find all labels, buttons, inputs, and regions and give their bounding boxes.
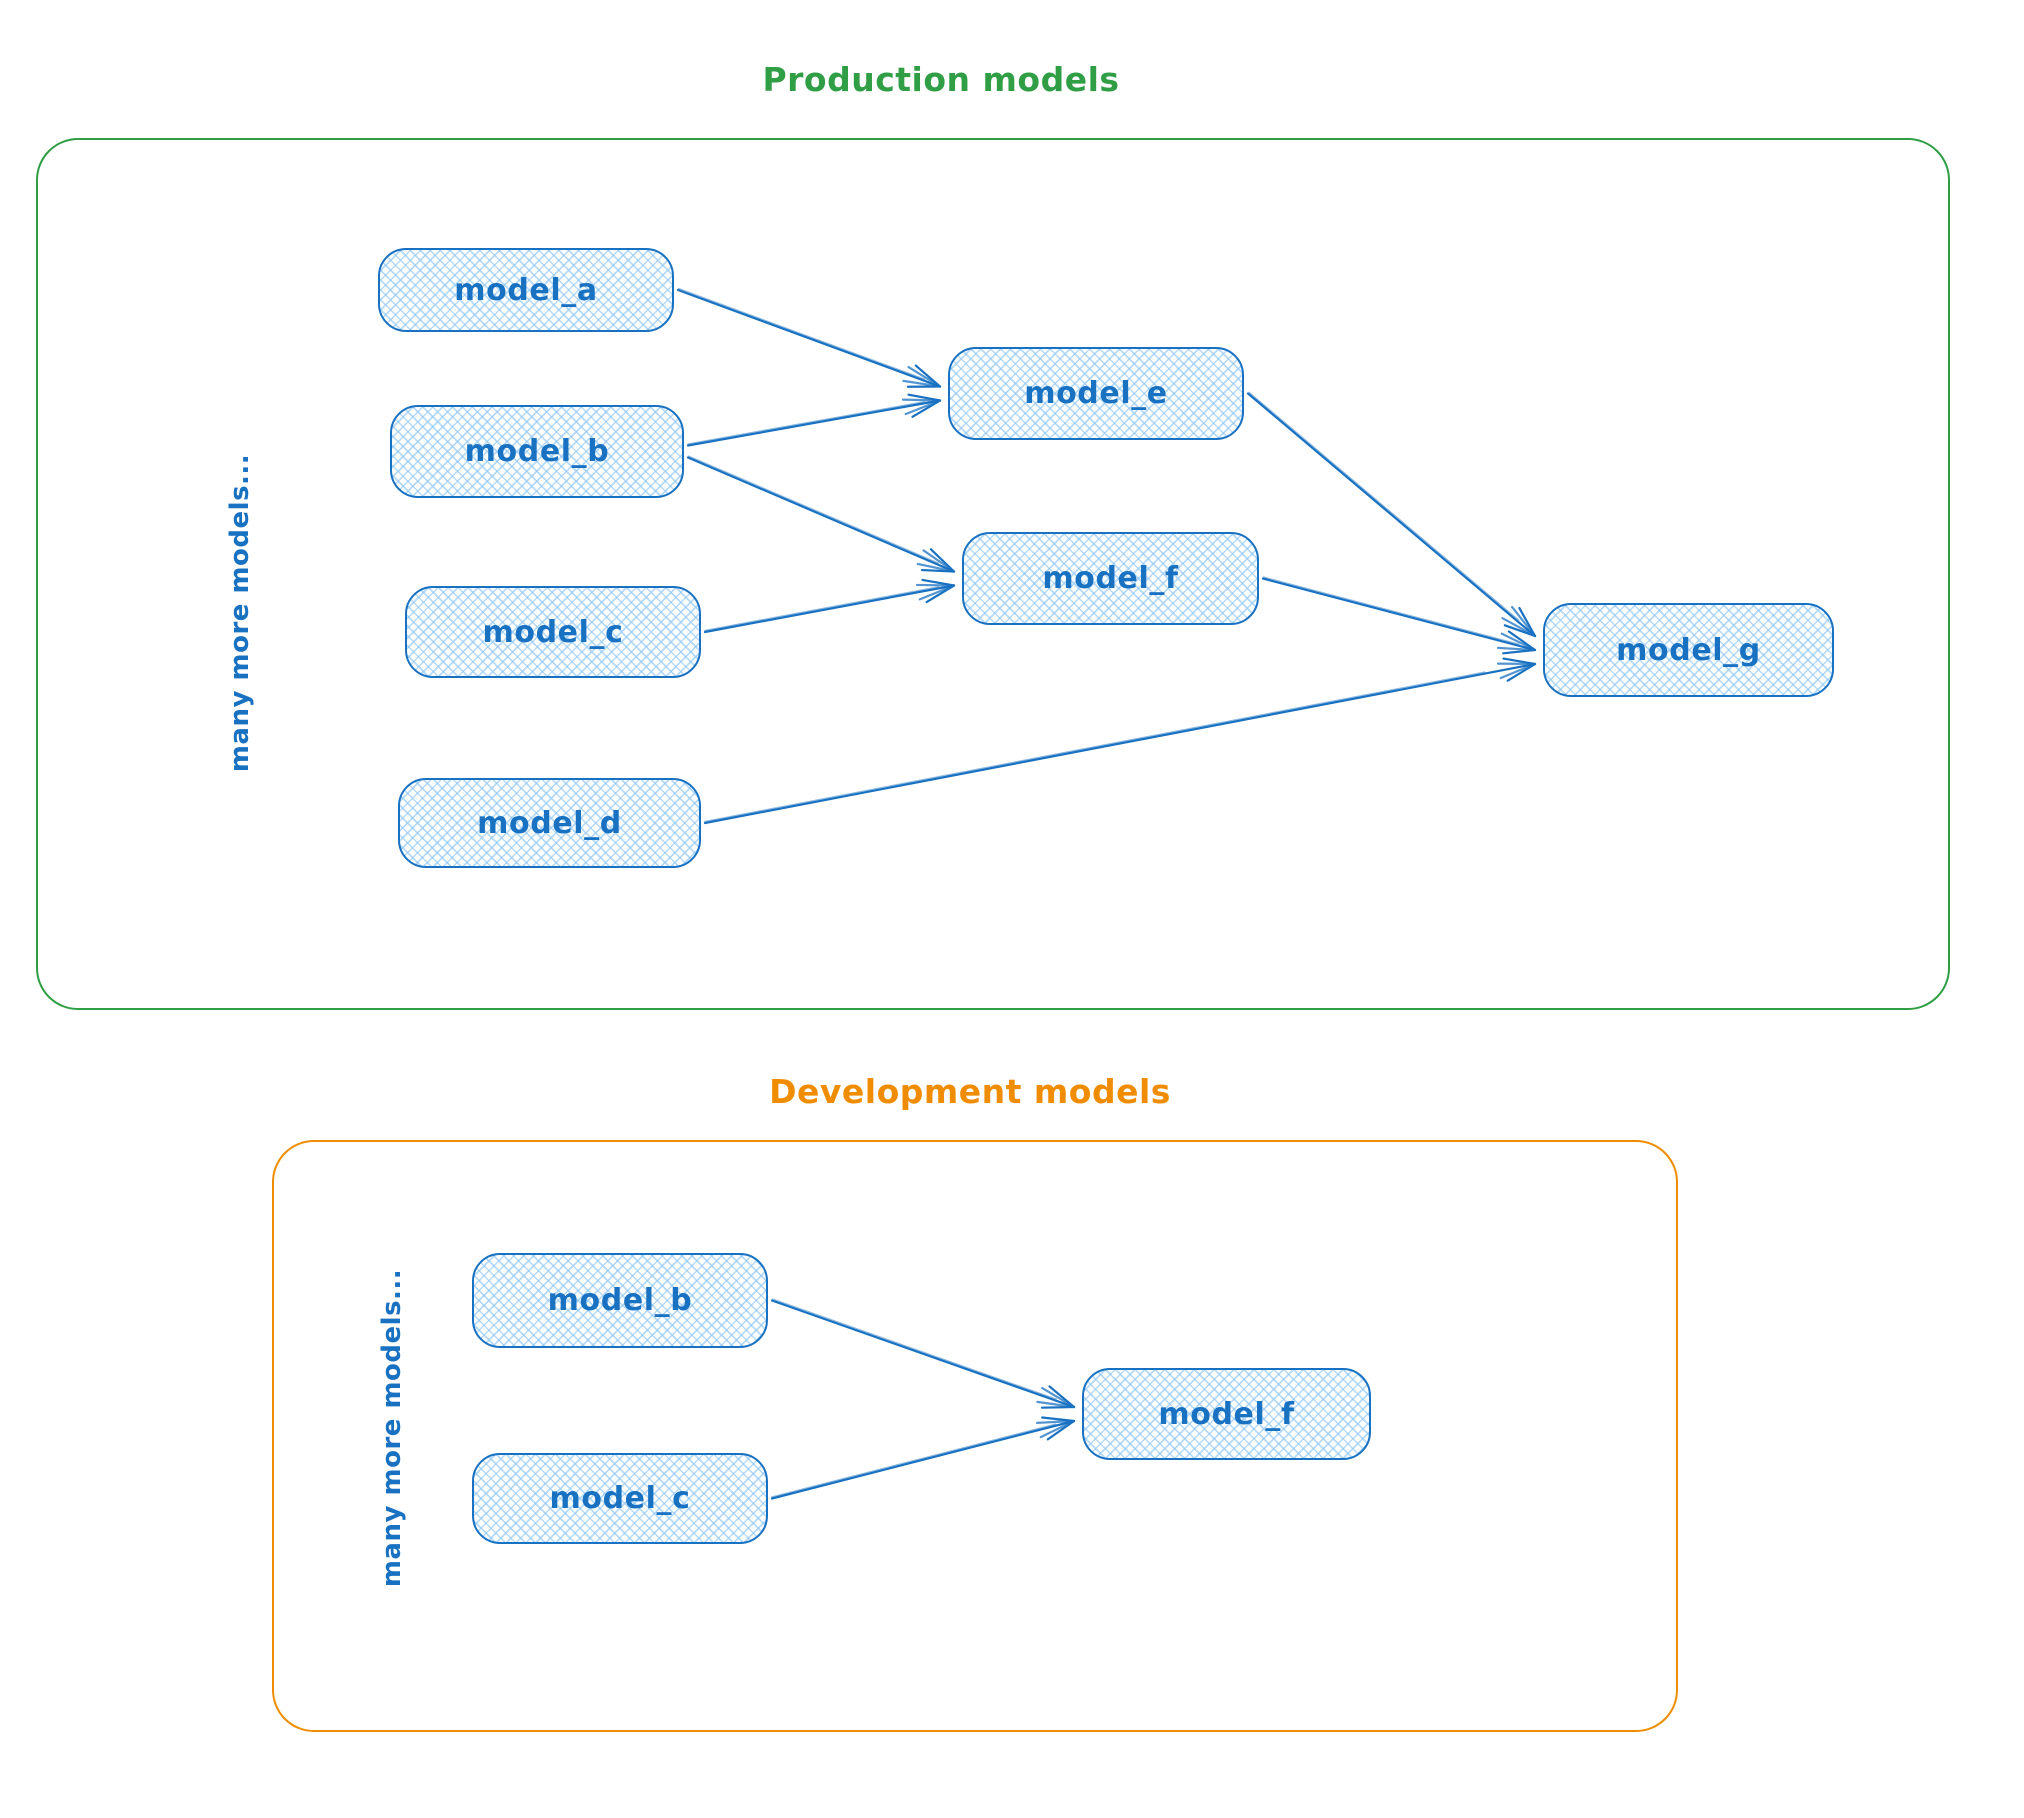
node-production-model_g: model_g	[1543, 603, 1834, 697]
node-production-model_f: model_f	[962, 532, 1259, 625]
node-production-model_a: model_a	[378, 248, 674, 332]
node-label: model_e	[1024, 376, 1168, 411]
node-development-model_c: model_c	[472, 1453, 768, 1544]
node-production-model_c: model_c	[405, 586, 701, 678]
development-title: Development models	[769, 1072, 1171, 1111]
node-development-model_b: model_b	[472, 1253, 768, 1348]
production-title: Production models	[762, 60, 1120, 99]
node-label: model_b	[547, 1283, 693, 1318]
node-production-model_d: model_d	[398, 778, 701, 868]
node-production-model_e: model_e	[948, 347, 1244, 440]
node-label: model_c	[549, 1481, 691, 1516]
node-label: model_g	[1616, 632, 1761, 668]
production-side-note: many more models...	[225, 453, 255, 773]
node-label: model_f	[1042, 561, 1179, 596]
development-side-note: many more models...	[377, 1268, 407, 1588]
node-label: model_f	[1158, 1396, 1295, 1432]
development-frame	[272, 1140, 1678, 1732]
node-label: model_d	[477, 805, 622, 841]
production-frame	[36, 138, 1950, 1010]
node-label: model_a	[454, 272, 598, 308]
node-label: model_b	[464, 434, 610, 469]
node-label: model_c	[482, 614, 624, 650]
node-development-model_f: model_f	[1082, 1368, 1371, 1460]
node-production-model_b: model_b	[390, 405, 684, 498]
